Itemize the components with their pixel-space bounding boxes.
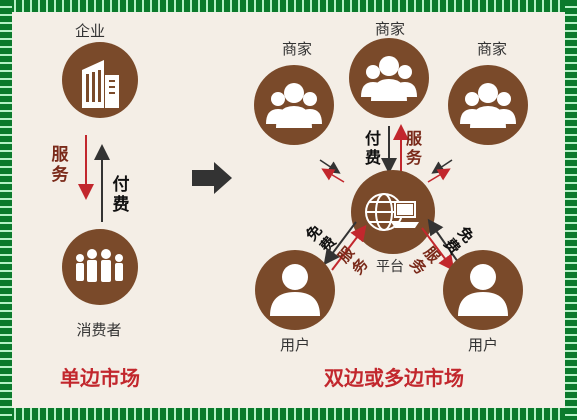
user-right-node <box>443 250 523 330</box>
label-pay-vertical: 付费 <box>113 174 130 215</box>
label-enterprise: 企业 <box>75 22 105 40</box>
label-service-top: 服务 <box>406 129 423 167</box>
double-arrow-right <box>427 159 453 183</box>
person-icon <box>270 264 320 316</box>
free-arrow-right <box>427 218 459 263</box>
right-border <box>565 0 577 420</box>
merchant-mid-node <box>349 38 429 118</box>
globe-computer-icon <box>365 193 419 231</box>
merchant-right-node <box>448 65 528 145</box>
service-arrow-right <box>421 227 455 272</box>
label-user-left: 用户 <box>280 336 310 354</box>
group-icon <box>266 83 322 128</box>
top-border <box>0 0 577 12</box>
label-single-market: 单边市场 <box>60 366 140 390</box>
label-merchant-left: 商家 <box>282 40 312 58</box>
crowd-icon <box>76 249 123 282</box>
double-arrow-left <box>319 159 345 183</box>
person-icon <box>458 264 508 316</box>
platform-node <box>351 170 435 254</box>
label-merchant-mid: 商家 <box>375 20 405 38</box>
bottom-border <box>0 408 577 420</box>
transition-arrow <box>192 162 232 194</box>
label-consumer: 消费者 <box>76 321 121 339</box>
label-platform: 平台 <box>376 259 404 275</box>
label-merchant-right: 商家 <box>477 40 507 58</box>
group-icon <box>361 56 417 101</box>
enterprise-node <box>62 42 138 118</box>
label-user-right: 用户 <box>468 336 498 354</box>
label-multi-market: 双边或多边市场 <box>324 366 464 390</box>
label-service-vertical: 服务 <box>52 145 70 185</box>
left-border <box>0 0 12 420</box>
building-icon <box>82 60 119 108</box>
service-arrow-left <box>331 224 367 271</box>
label-pay-top: 付费 <box>365 129 381 167</box>
group-icon <box>460 83 516 128</box>
merchant-left-node <box>254 65 334 145</box>
user-left-node <box>255 250 335 330</box>
consumer-node <box>62 229 138 305</box>
label-service-left: 服务 <box>334 242 372 277</box>
